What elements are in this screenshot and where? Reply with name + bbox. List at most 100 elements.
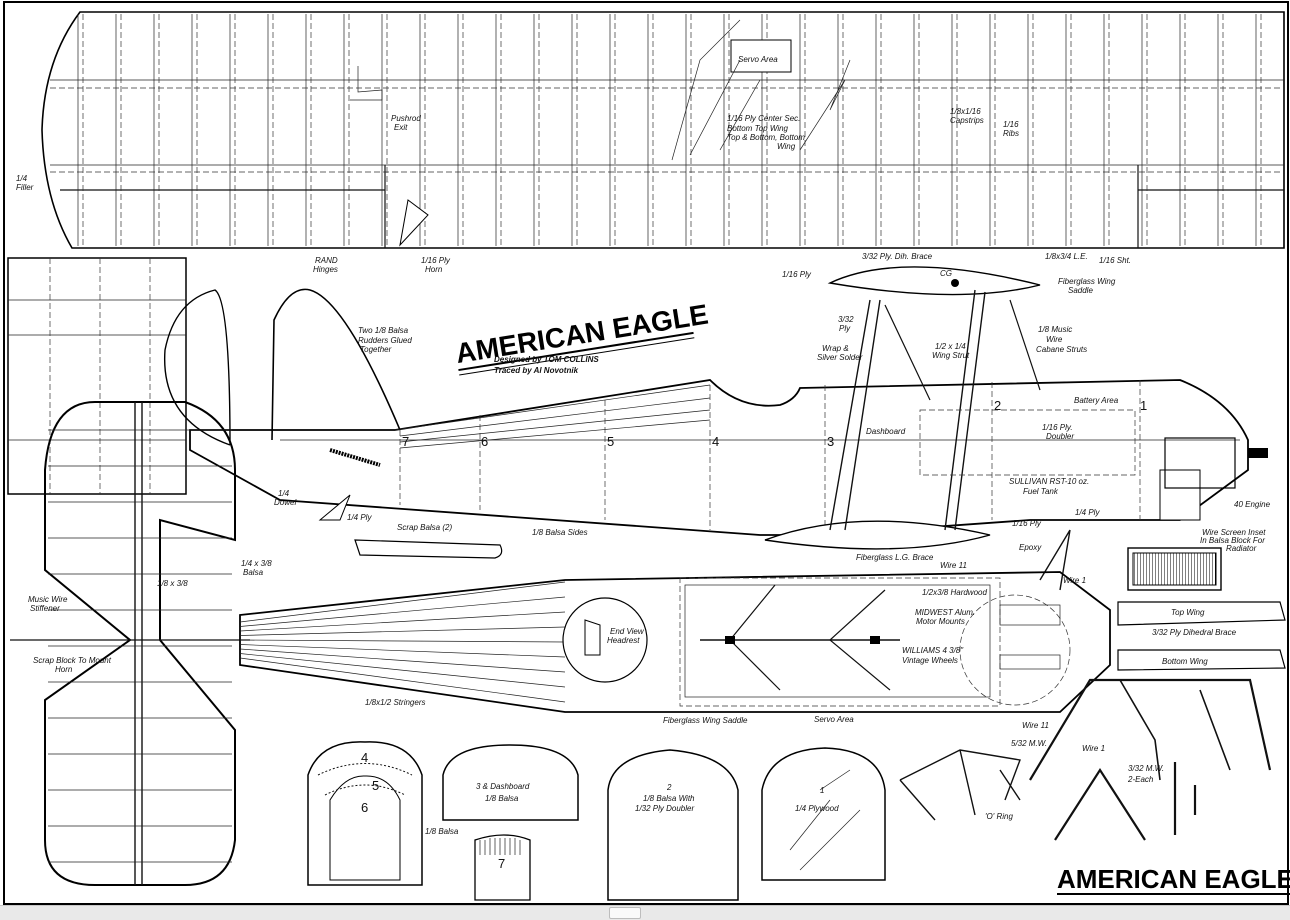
ply-332-1: 3/32: [838, 315, 854, 324]
ply-14-label: 1/4 Ply: [347, 513, 372, 522]
screen-2: In Balsa Block For: [1200, 536, 1265, 545]
wire-1-label: Wire 1: [1063, 576, 1086, 585]
former-7-label: 7: [498, 856, 505, 871]
dihedral-brace-label: 3/32 Ply Dihedral Brace: [1152, 628, 1237, 637]
left-stab-section: [7, 257, 187, 495]
top-wing-brace-label: Top Wing: [1171, 608, 1205, 617]
engine-label: 40 Engine: [1234, 500, 1271, 509]
svg-text:4: 4: [712, 434, 719, 449]
svg-text:2: 2: [994, 398, 1001, 413]
gear-wire-11: Wire 11: [1022, 721, 1049, 730]
doubler-1: 1/16 Ply.: [1042, 423, 1073, 432]
mounts-1: MIDWEST Alum.: [915, 608, 975, 617]
landing-gear-wires: [899, 678, 1272, 841]
scrollbar-thumb[interactable]: [609, 907, 641, 919]
scrap-balsa-part: [354, 539, 503, 559]
sides-label: 1/8 Balsa Sides: [532, 528, 588, 537]
ply-116b-label: 1/16 Ply: [1012, 519, 1042, 528]
rand-hinges-1: RAND: [315, 256, 338, 265]
center-sec-4: Wing: [777, 142, 796, 151]
drawing-line: [239, 611, 566, 632]
former-2-2: 1/8 Balsa With: [643, 794, 695, 803]
svg-text:7: 7: [402, 434, 409, 449]
rudders-3: Together: [360, 345, 392, 354]
stabilizer-plan: [10, 401, 250, 886]
labels: 1/4 Filler Servo Area Pushrod Exit 1/16 …: [16, 55, 1271, 871]
ply-116-label: 1/16 Ply: [782, 270, 812, 279]
former-6-label: 6: [361, 800, 368, 815]
former-1-1: 1: [820, 786, 824, 795]
epoxy-label: Epoxy: [1019, 543, 1042, 552]
pushrod-label-1: Pushrod: [391, 114, 421, 123]
former-2-1: 2: [666, 783, 672, 792]
capstrips-2: Capstrips: [950, 116, 984, 125]
fuselage-side-view: [163, 266, 1268, 591]
battery-label: Battery Area: [1074, 396, 1119, 405]
svg-text:6: 6: [481, 434, 488, 449]
balsa-18-label: 1/8 x 3/8: [157, 579, 188, 588]
screen-3: Radiator: [1226, 544, 1257, 553]
designer-credit: Designed by TOM COLLINS: [494, 355, 599, 364]
o-ring-label: 'O' Ring: [985, 812, 1014, 821]
former-4-label: 4: [361, 750, 368, 765]
dashboard-label: Dashboard: [866, 427, 906, 436]
music-wire-stab-2: Stiffener: [30, 604, 60, 613]
fuselage-top-view: [239, 571, 1111, 713]
screen-1: Wire Screen Inset: [1202, 528, 1266, 537]
former-3-2: 1/8 Balsa: [485, 794, 519, 803]
sheet-border: [3, 1, 1289, 905]
former-2-3: 1/32 Ply Doubler: [635, 804, 694, 813]
former-1-2: 1/4 Plywood: [795, 804, 839, 813]
hardwood-label: 1/2x3/8 Hardwood: [922, 588, 987, 597]
dih-brace-label: 3/32 Ply. Dih. Brace: [862, 252, 933, 261]
filler-label-2: Filler: [16, 183, 34, 192]
svg-text:5: 5: [607, 434, 614, 449]
scrap-balsa-label: Scrap Balsa (2): [397, 523, 452, 532]
music-wire-3: Cabane Struts: [1036, 345, 1087, 354]
drawing-line: [239, 648, 566, 673]
lg-brace-label: Fiberglass L.G. Brace: [856, 553, 934, 562]
balsa-14-2: Balsa: [243, 568, 264, 577]
saddle-2: Saddle: [1068, 286, 1093, 295]
music-wire-stab-1: Music Wire: [28, 595, 68, 604]
servo-area-label: Servo Area: [738, 55, 778, 64]
doubler-2: Doubler: [1046, 432, 1074, 441]
wrap-2: Silver Solder: [817, 353, 863, 362]
radiator-screen: [1132, 552, 1217, 586]
ply-horn-1: 1/16 Ply: [421, 256, 451, 265]
drawing-line: [239, 657, 566, 703]
end-view-1: End View: [610, 627, 645, 636]
filler-label-1: 1/4: [16, 174, 28, 183]
top-wing-plan: [41, 11, 1285, 249]
gear-mw-532: 5/32 M.W.: [1011, 739, 1047, 748]
saddle-1: Fiberglass Wing: [1058, 277, 1116, 286]
horizontal-scrollbar[interactable]: [0, 905, 1290, 920]
drawing-line: [239, 639, 566, 643]
strut-2: Wing Strut: [932, 351, 970, 360]
sht-label: 1/16 Sht.: [1099, 256, 1131, 265]
wheels-1: WILLIAMS 4 3/8": [902, 646, 964, 655]
svg-text:3: 3: [827, 434, 834, 449]
scrap-block-1: Scrap Block To Mount: [33, 656, 112, 665]
mounts-2: Motor Mounts: [916, 617, 965, 626]
center-sec-1: 1/16 Ply Center Sec.: [727, 114, 800, 123]
drawing-line: [239, 596, 566, 627]
gear-mw-332-2: 2-Each: [1127, 775, 1154, 784]
servo-top-label: Servo Area: [814, 715, 854, 724]
le-label: 1/8x3/4 L.E.: [1045, 252, 1088, 261]
former-3-1: 3 & Dashboard: [476, 782, 530, 791]
wrap-1: Wrap &: [822, 344, 849, 353]
center-sec-3: Top & Bottom, Bottom: [727, 133, 805, 142]
music-wire-1: 1/8 Music: [1038, 325, 1072, 334]
pushrod-label-2: Exit: [394, 123, 408, 132]
stringers-label: 1/8x1/2 Stringers: [365, 698, 425, 707]
station-numbers: 7 6 5 4 3 2 1: [402, 398, 1147, 449]
bottom-title: AMERICAN EAGLE: [1057, 864, 1290, 894]
gear-wire-1: Wire 1: [1082, 744, 1105, 753]
formers: [307, 741, 886, 901]
capstrips-1: 1/8x1/16: [950, 107, 981, 116]
center-sec-2: Bottom Top Wing: [727, 124, 789, 133]
balsa-14-1: 1/4 x 3/8: [241, 559, 272, 568]
ribs-2: Ribs: [1003, 129, 1019, 138]
